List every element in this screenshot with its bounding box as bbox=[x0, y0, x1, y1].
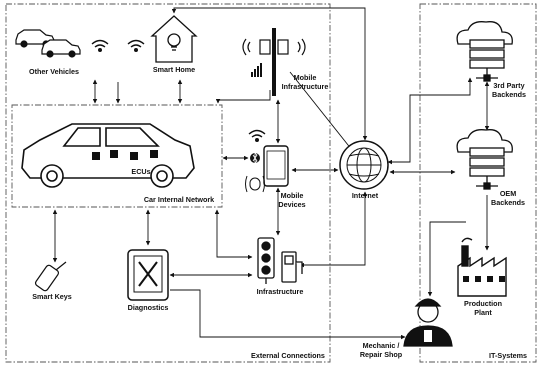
car-icon bbox=[21, 123, 195, 188]
label-smart-home: Smart Home bbox=[152, 65, 196, 74]
cloud-server-icon-3rd-party bbox=[456, 21, 513, 82]
arrow-mobile-infra-car bbox=[215, 90, 271, 104]
arrow-diagnostics-mechanic bbox=[170, 289, 406, 340]
signal-bars-icon bbox=[251, 63, 262, 77]
label-internet: Internet bbox=[351, 191, 379, 200]
smartphone-icon bbox=[263, 145, 289, 187]
label-diagnostics: Diagnostics bbox=[127, 303, 169, 312]
label-ecus: ECUs bbox=[131, 167, 151, 176]
arrow-oem-mechanic bbox=[427, 221, 466, 297]
external-connections-region bbox=[5, 3, 331, 363]
traffic-light-icon bbox=[257, 237, 275, 284]
bluetooth-icon bbox=[250, 152, 260, 164]
cloud-server-icon-oem bbox=[456, 129, 513, 190]
label-mechanic-repair-shop: Mechanic / Repair Shop bbox=[359, 341, 403, 359]
label-oem-backends: OEM Backends bbox=[491, 189, 525, 207]
label-infrastructure: Infrastructure bbox=[256, 287, 304, 296]
label-external-connections: External Connections bbox=[251, 351, 325, 360]
label-car-internal-network: Car Internal Network bbox=[143, 195, 215, 204]
wifi-icon-2 bbox=[127, 39, 145, 53]
cell-tower-icon bbox=[242, 28, 306, 96]
label-mobile-infrastructure: Mobile Infrastructure bbox=[281, 73, 329, 91]
arrow-internet-infrastructure bbox=[299, 191, 368, 268]
label-mobile-devices: Mobile Devices bbox=[278, 191, 306, 209]
car-internal-network-region bbox=[11, 104, 223, 208]
smart-home-icon bbox=[150, 15, 198, 63]
wifi-icon-phone bbox=[248, 129, 266, 142]
wifi-icon bbox=[91, 39, 109, 53]
label-smart-keys: Smart Keys bbox=[32, 292, 72, 301]
globe-icon bbox=[339, 140, 389, 190]
key-fob-icon bbox=[34, 261, 67, 292]
charging-station-icon bbox=[281, 251, 303, 283]
diagnostics-tablet-icon bbox=[127, 249, 169, 301]
label-production-plant: Production Plant bbox=[464, 299, 502, 317]
arrow-internet-3rdparty bbox=[387, 77, 473, 165]
factory-icon bbox=[457, 237, 507, 297]
other-vehicles-icon bbox=[15, 29, 81, 58]
it-systems-region bbox=[419, 3, 537, 363]
arrow-smart-home-internet bbox=[171, 7, 368, 141]
label-other-vehicles: Other Vehicles bbox=[29, 67, 79, 76]
label-it-systems: IT-Systems bbox=[489, 351, 527, 360]
mechanic-icon bbox=[403, 298, 453, 347]
nfc-icon bbox=[245, 175, 265, 193]
arrow-mobile-infra-internet bbox=[289, 71, 353, 151]
label-3rd-party-backends: 3rd Party Backends bbox=[492, 81, 526, 99]
arrow-car-infrastructure bbox=[214, 209, 253, 260]
connection-arrows bbox=[52, 7, 490, 340]
